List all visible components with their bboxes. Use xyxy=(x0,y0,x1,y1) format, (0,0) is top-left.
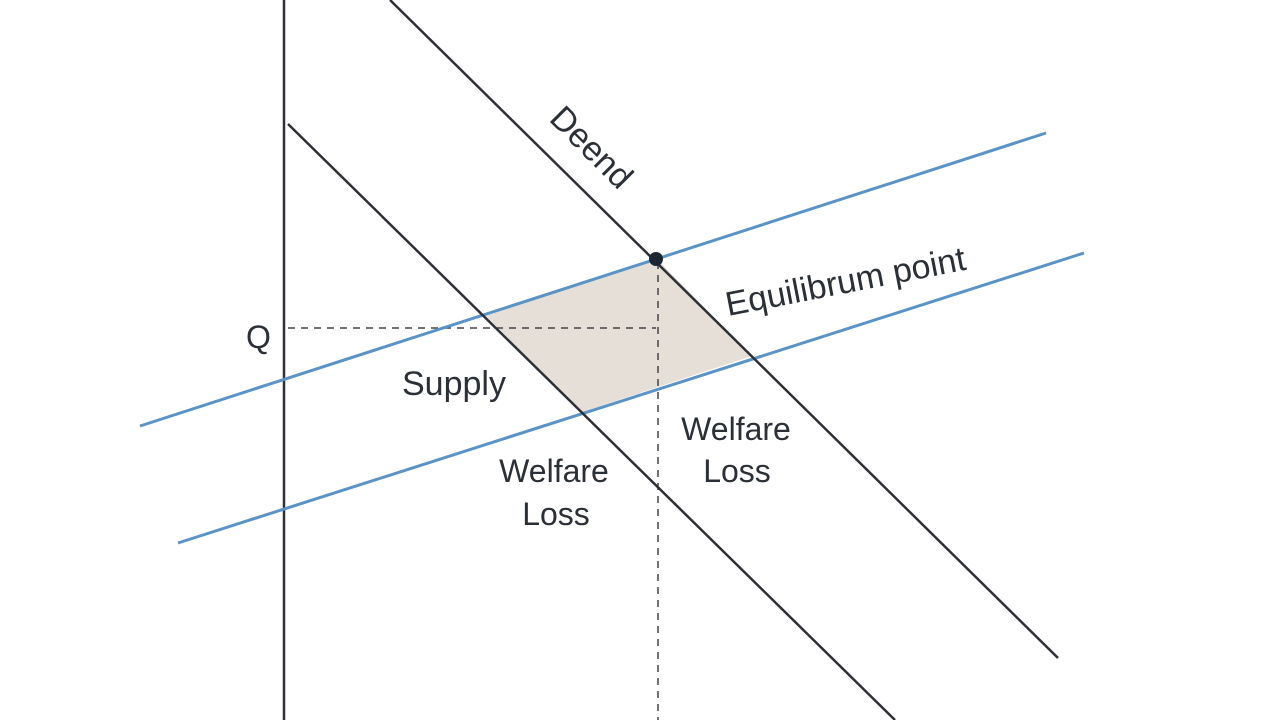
welfare-loss-right-line2: Loss xyxy=(703,453,771,489)
demand-label: Deend xyxy=(542,99,640,197)
lower-blue-line xyxy=(177,251,1085,545)
welfare-loss-left-line1: Welfare xyxy=(499,453,609,489)
welfare-loss-left-line2: Loss xyxy=(522,496,590,532)
supply-line xyxy=(287,123,896,720)
equilibrium-point xyxy=(649,252,663,266)
demand-line xyxy=(389,0,1059,659)
price-axis-label: Q xyxy=(246,319,271,355)
welfare-loss-right-line1: Welfare xyxy=(681,411,791,447)
welfare-loss-shaded-area xyxy=(486,258,752,412)
supply-label: Supply xyxy=(402,365,506,403)
equilibrium-point-label: Equilibrum point xyxy=(722,240,969,324)
upper-blue-line xyxy=(139,131,1047,428)
